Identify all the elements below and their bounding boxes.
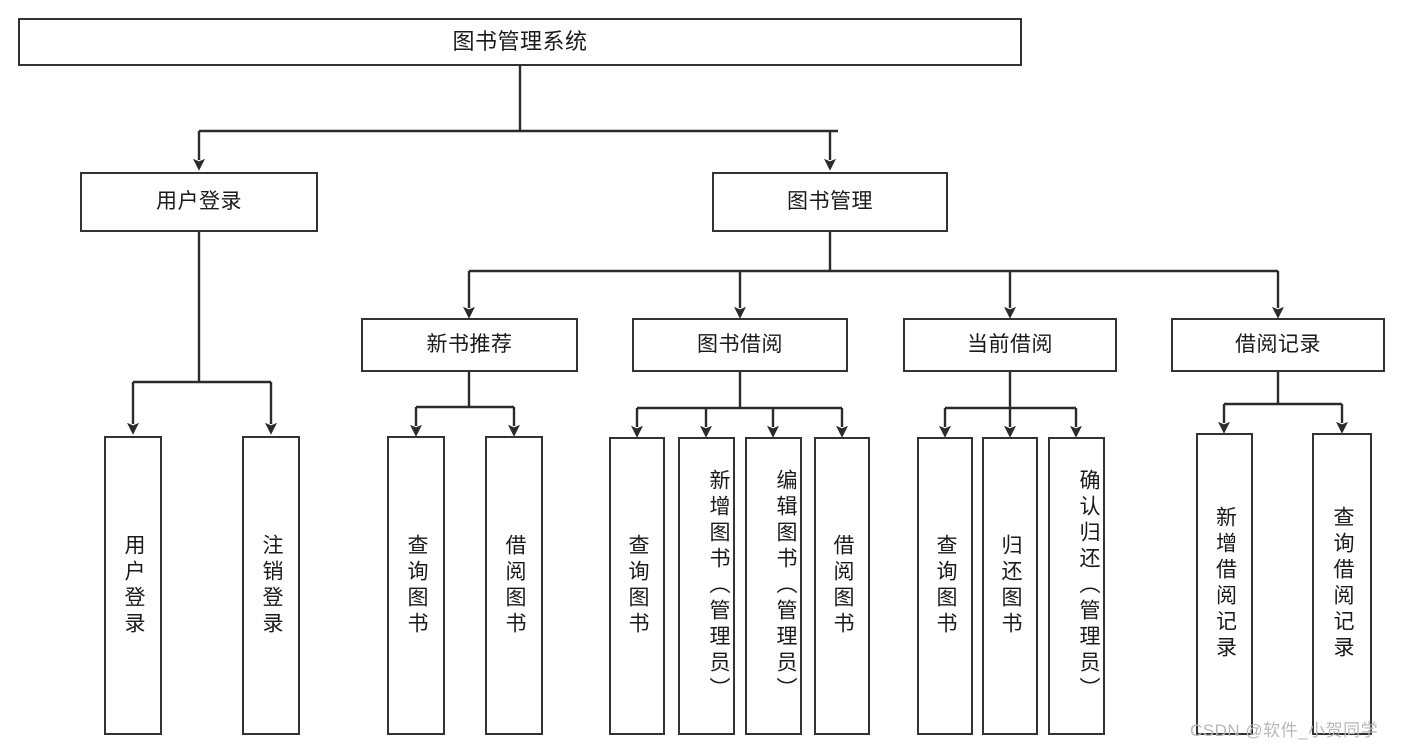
leaf-record-add-record[interactable]: 新增借阅记录 (1196, 433, 1253, 735)
leaf-recommend-query-book[interactable]: 查询图书 (387, 436, 445, 735)
leaf-borrow-query-book[interactable]: 查询图书 (609, 437, 665, 735)
node-user-login[interactable]: 用户登录 (80, 172, 318, 232)
node-borrow-record[interactable]: 借阅记录 (1171, 318, 1385, 372)
leaf-user-logout[interactable]: 注销登录 (242, 436, 300, 735)
leaf-record-query-record[interactable]: 查询借阅记录 (1312, 433, 1372, 735)
leaf-borrow-add-book-admin[interactable]: 新增图书（管理员） (678, 437, 735, 735)
node-current-borrow[interactable]: 当前借阅 (903, 318, 1117, 372)
node-root-system[interactable]: 图书管理系统 (18, 18, 1022, 66)
leaf-current-confirm-return-admin[interactable]: 确认归还（管理员） (1048, 437, 1105, 735)
leaf-recommend-borrow-book[interactable]: 借阅图书 (485, 436, 543, 735)
watermark-csdn: CSDN @软件_小贺同学 (1190, 721, 1379, 740)
leaf-borrow-edit-book-admin[interactable]: 编辑图书（管理员） (745, 437, 802, 735)
node-new-book-recommend[interactable]: 新书推荐 (361, 318, 578, 372)
leaf-borrow-borrow-book[interactable]: 借阅图书 (814, 437, 870, 735)
node-book-manage[interactable]: 图书管理 (712, 172, 948, 232)
node-book-borrow[interactable]: 图书借阅 (632, 318, 848, 372)
leaf-current-return-book[interactable]: 归还图书 (982, 437, 1038, 735)
leaf-user-login[interactable]: 用户登录 (104, 436, 162, 735)
leaf-current-query-book[interactable]: 查询图书 (917, 437, 973, 735)
